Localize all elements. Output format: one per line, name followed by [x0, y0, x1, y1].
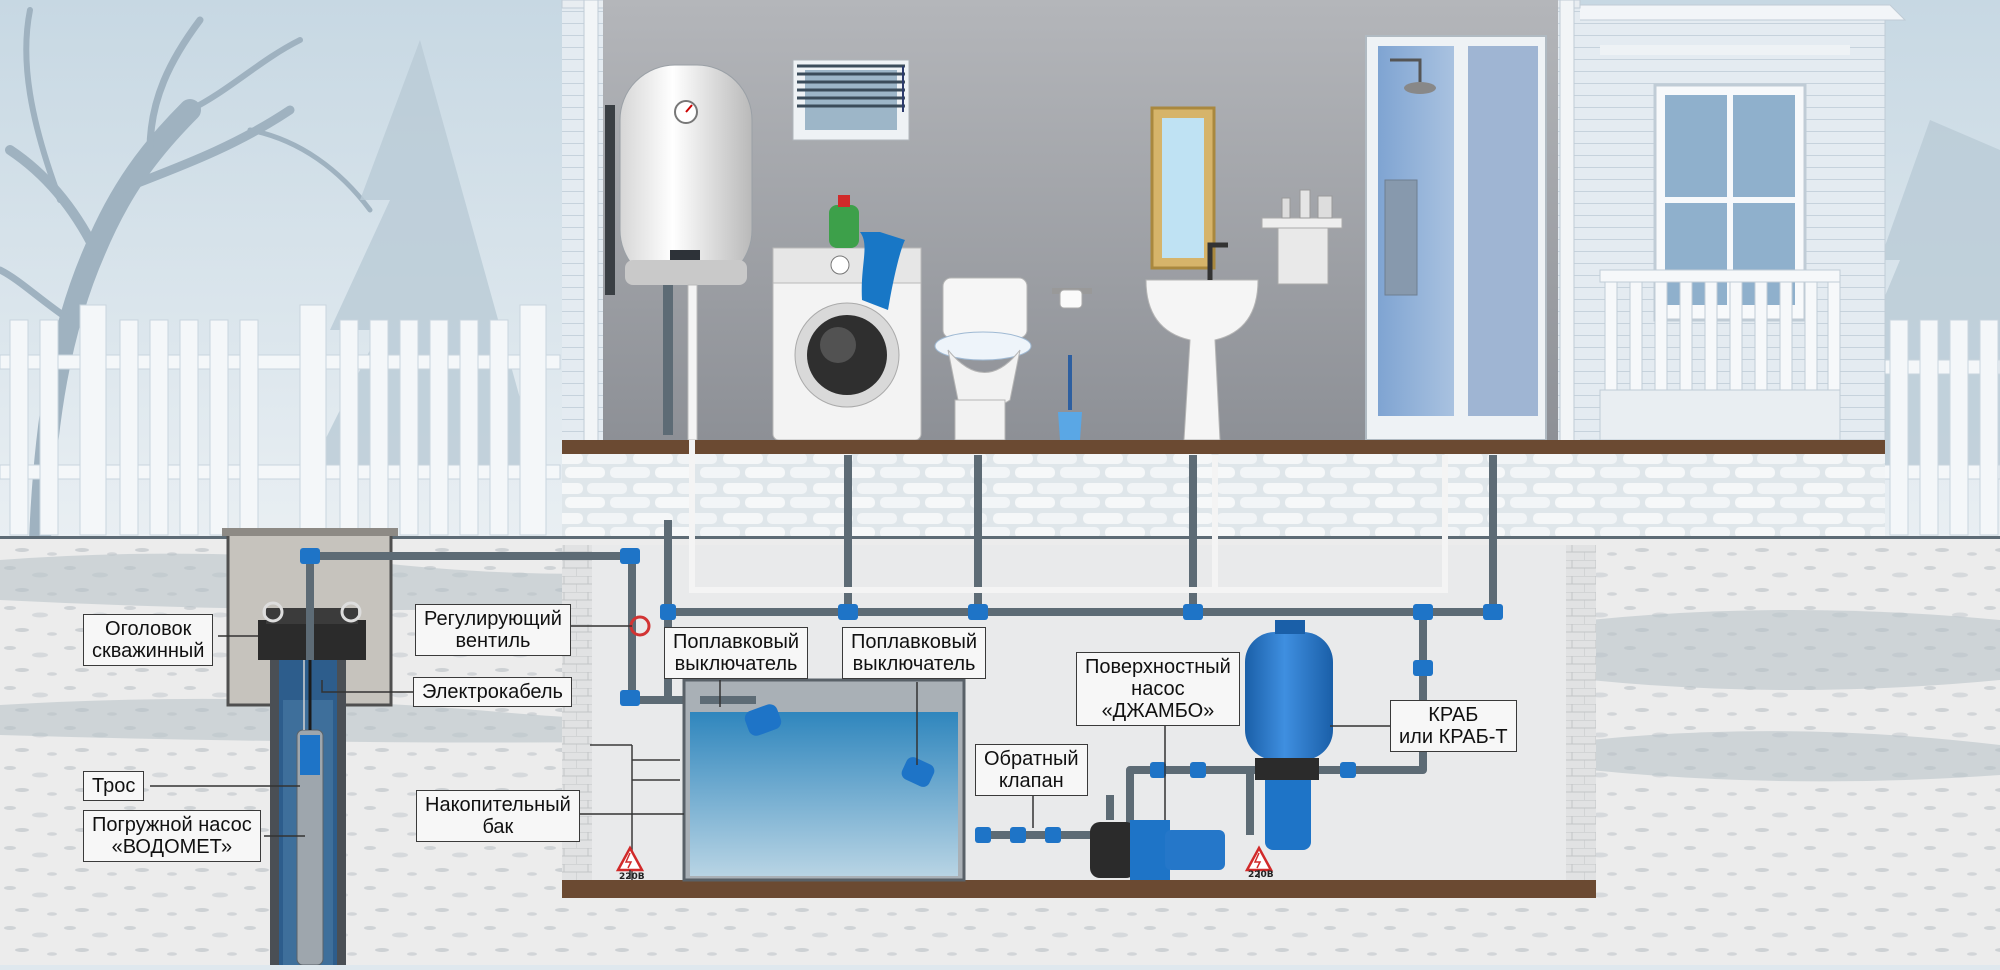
electric-warning-icon	[1244, 845, 1274, 878]
toilet-paper	[1052, 288, 1092, 440]
wellhead-label-line: Оголовок	[105, 618, 192, 640]
float2-label-line: Поплавковый	[851, 631, 978, 653]
stone-foundation	[562, 454, 1885, 536]
krab-label: КРАБ или КРАБ-Т	[1390, 700, 1517, 752]
water-heater	[605, 64, 753, 441]
tank-label-line: бак	[482, 816, 514, 838]
tank-label-line: Накопительный	[425, 794, 571, 816]
krab-label-line: или КРАБ-Т	[1399, 726, 1508, 748]
fence-right	[1879, 319, 2000, 536]
surface-pump-label-line: Поверхностный	[1085, 656, 1231, 678]
bathroom-window	[792, 59, 910, 141]
rope-label-line: Трос	[92, 775, 136, 797]
well	[222, 528, 398, 966]
valve-label: Регулирующий вентиль	[415, 604, 571, 656]
wellhead-label-line: скважинный	[92, 640, 205, 662]
cable-label: Электрокабель	[413, 677, 572, 707]
submersible-label-line: «ВОДОМЕТ»	[111, 836, 233, 858]
float-switch-label-1: Поплавковый выключатель	[664, 627, 809, 679]
float1-label-line: выключатель	[674, 653, 798, 675]
surface-pump-label-line: насос	[1131, 678, 1185, 700]
storage-tank-label: Накопительный бак	[416, 790, 580, 842]
voltage-label: 220В	[619, 872, 645, 882]
voltage-label: 220В	[1248, 870, 1274, 880]
submersible-pump-label: Погружной насос «ВОДОМЕТ»	[83, 810, 261, 862]
surface-pump-label-line: «ДЖАМБО»	[1101, 700, 1215, 722]
check-valve-label-line: Обратный	[984, 748, 1079, 770]
electric-warning-icon	[615, 845, 645, 878]
hot-water-pipe	[689, 440, 1448, 593]
float-switch-label-2: Поплавковый выключатель	[842, 627, 987, 679]
hydraulic-accumulator	[1245, 620, 1333, 850]
surface-pump-jumbo	[1090, 795, 1225, 880]
leader-lines	[150, 625, 1390, 837]
shower-cabin	[1365, 35, 1547, 441]
cable-label-line: Электрокабель	[422, 681, 563, 703]
fence-left	[0, 304, 561, 536]
submersible-label-line: Погружной насос	[92, 814, 252, 836]
check-valve-label-line: клапан	[998, 770, 1064, 792]
house-floor	[562, 440, 1885, 454]
storage-tank	[682, 678, 966, 882]
float-switch-icon	[901, 757, 935, 787]
rope-label: Трос	[83, 771, 145, 801]
wiring	[590, 744, 680, 880]
valve-label-line: вентиль	[455, 630, 531, 652]
wellhead-label: Оголовок скважинный	[83, 614, 214, 666]
check-valve-label: Обратный клапан	[975, 744, 1088, 796]
mirror	[1150, 106, 1216, 270]
washing-machine	[772, 195, 922, 441]
ground-line	[0, 536, 2000, 539]
valve-label-line: Регулирующий	[424, 608, 562, 630]
float2-label-line: выключатель	[852, 653, 976, 675]
float1-label-line: Поплавковый	[673, 631, 800, 653]
float-switch-icon	[744, 704, 782, 736]
porch-house	[1558, 4, 1907, 441]
bathroom-shelf	[1261, 189, 1343, 285]
krab-label-line: КРАБ	[1428, 704, 1479, 726]
surface-pump-label: Поверхностный насос «ДЖАМБО»	[1076, 652, 1240, 726]
toilet	[934, 277, 1032, 441]
